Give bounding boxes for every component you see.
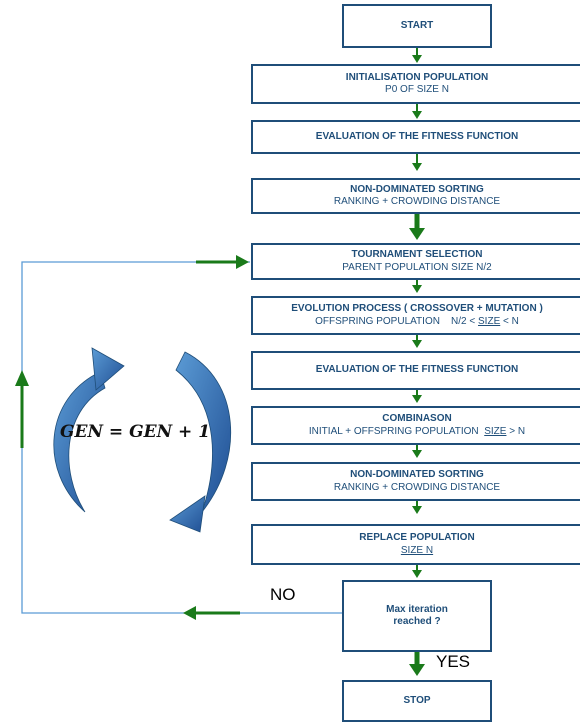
- tournament-title: TOURNAMENT SELECTION: [351, 249, 483, 260]
- replace-title: REPLACE POPULATION: [359, 532, 475, 543]
- evolution-subtitle: OFFSPRING POPULATION N/2 < SIZE < N: [315, 315, 519, 327]
- stop-label: STOP: [403, 694, 431, 706]
- sorting-title-1: NON-DOMINATED SORTING: [350, 183, 484, 195]
- evolution-title: EVOLUTION PROCESS ( CROSSOVER + MUTATION…: [291, 303, 543, 314]
- yes-label: YES: [436, 652, 471, 671]
- stop-node: STOP: [342, 680, 492, 722]
- sorting-subtitle-2: RANKING + CROWDING DISTANCE: [333, 481, 501, 493]
- evaluation-label-1: EVALUATION OF THE FITNESS FUNCTION: [315, 130, 519, 142]
- combination-title: COMBINASON: [382, 413, 452, 424]
- initialisation-subtitle: P0 OF SIZE N: [385, 84, 449, 95]
- combination-node: COMBINASON INITIAL + OFFSPRING POPULATIO…: [251, 406, 580, 445]
- sorting-node-1: NON-DOMINATED SORTING RANKING + CROWDING…: [251, 178, 580, 214]
- initialisation-title: INITIALISATION POPULATION: [345, 71, 489, 83]
- flow-arrows: [15, 47, 425, 676]
- evaluation-node-1: EVALUATION OF THE FITNESS FUNCTION: [251, 120, 580, 154]
- generation-increment-formula: GEN = GEN + 1: [60, 422, 211, 442]
- tournament-subtitle: PARENT POPULATION SIZE N/2: [342, 261, 492, 273]
- cycle-arrows-icon: [53, 347, 232, 533]
- replace-subtitle: SIZE N: [400, 544, 434, 556]
- tournament-selection-node: TOURNAMENT SELECTION PARENT POPULATION S…: [251, 243, 580, 280]
- sorting-title-2: NON-DOMINATED SORTING: [350, 469, 484, 480]
- decision-line-2: reached ?: [393, 616, 441, 627]
- combination-subtitle: INITIAL + OFFSPRING POPULATION SIZE > N: [308, 425, 526, 437]
- sorting-subtitle-1: RANKING + CROWDING DISTANCE: [333, 196, 501, 207]
- decision-line-1: Max iteration: [386, 603, 448, 615]
- start-node: START: [342, 4, 492, 48]
- start-label: START: [400, 19, 434, 31]
- sorting-node-2: NON-DOMINATED SORTING RANKING + CROWDING…: [251, 462, 580, 501]
- evaluation-label-2: EVALUATION OF THE FITNESS FUNCTION: [315, 364, 519, 376]
- evolution-process-node: EVOLUTION PROCESS ( CROSSOVER + MUTATION…: [251, 296, 580, 335]
- replace-population-node: REPLACE POPULATION SIZE N: [251, 524, 580, 565]
- evaluation-node-2: EVALUATION OF THE FITNESS FUNCTION: [251, 351, 580, 390]
- decision-node: Max iteration reached ?: [342, 580, 492, 652]
- initialisation-node: INITIALISATION POPULATION P0 OF SIZE N: [251, 64, 580, 104]
- no-label: NO: [270, 585, 296, 604]
